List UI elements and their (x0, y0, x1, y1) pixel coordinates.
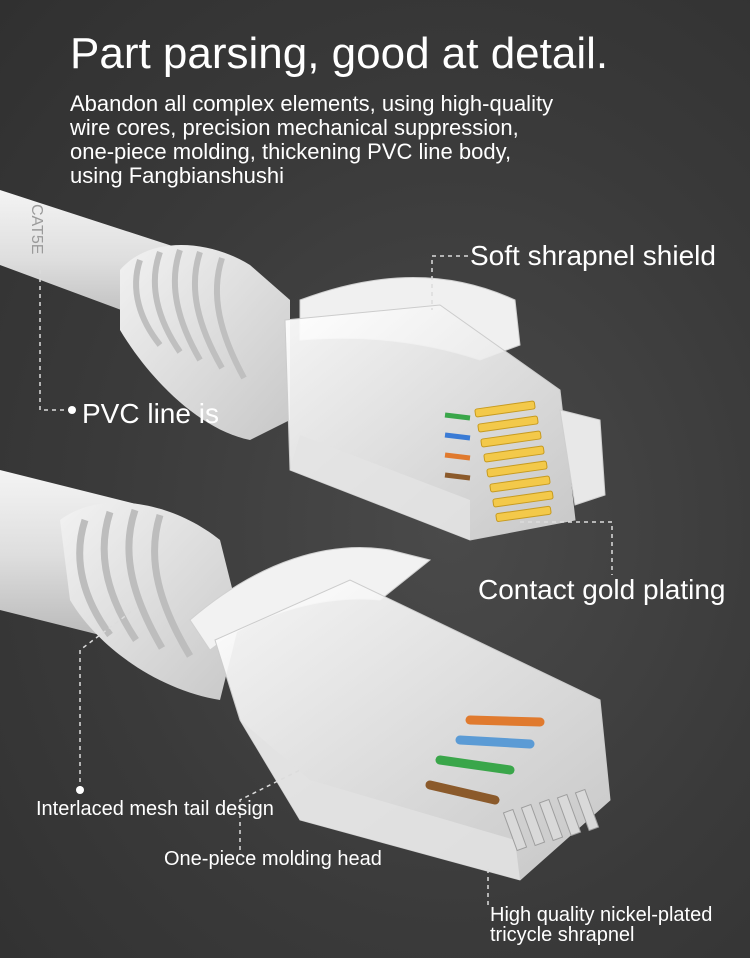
upper-gold-contacts (474, 400, 554, 522)
callout-gold: Contact gold plating (478, 574, 726, 605)
lower-nickel-contacts (502, 788, 600, 852)
upper-boot (120, 245, 290, 440)
description: Abandon all complex elements, using high… (70, 92, 690, 188)
lower-boot-ribs (76, 508, 194, 658)
description-line: using Fangbianshushi (70, 163, 285, 188)
cable-print-text: CAT5E (28, 204, 45, 254)
leader-lines (39, 255, 613, 905)
upper-wires (444, 412, 471, 481)
callout-shield: Soft shrapnel shield (470, 240, 716, 271)
headline: Part parsing, good at detail. (70, 29, 609, 78)
leader-gold (520, 521, 613, 575)
description-line: Abandon all complex elements, using high… (70, 91, 554, 116)
leader-molding (239, 769, 301, 850)
description-line: one-piece molding, thickening PVC line b… (70, 139, 512, 164)
callout-molding-head: One-piece molding head (164, 848, 382, 870)
upper-boot-ribs (133, 249, 247, 380)
leader-mesh (79, 604, 141, 790)
callout-mesh-tail: Interlaced mesh tail design (36, 798, 274, 820)
callout-shrapnel: High quality nickel-plated tricycle shra… (490, 905, 712, 945)
callout-shrapnel-line: High quality nickel-plated (490, 904, 713, 926)
callout-shrapnel-line: tricycle shrapnel (490, 924, 635, 946)
leader-dots (68, 406, 84, 794)
leader-pvc (39, 260, 72, 411)
lower-wires (425, 715, 545, 805)
lower-connector (0, 470, 611, 881)
upper-plug-tip (559, 409, 606, 506)
description-line: wire cores, precision mechanical suppres… (70, 115, 519, 140)
callout-pvc: PVC line is (82, 398, 219, 429)
leader-shield (431, 255, 468, 310)
upper-connector: CAT5E (0, 190, 606, 541)
